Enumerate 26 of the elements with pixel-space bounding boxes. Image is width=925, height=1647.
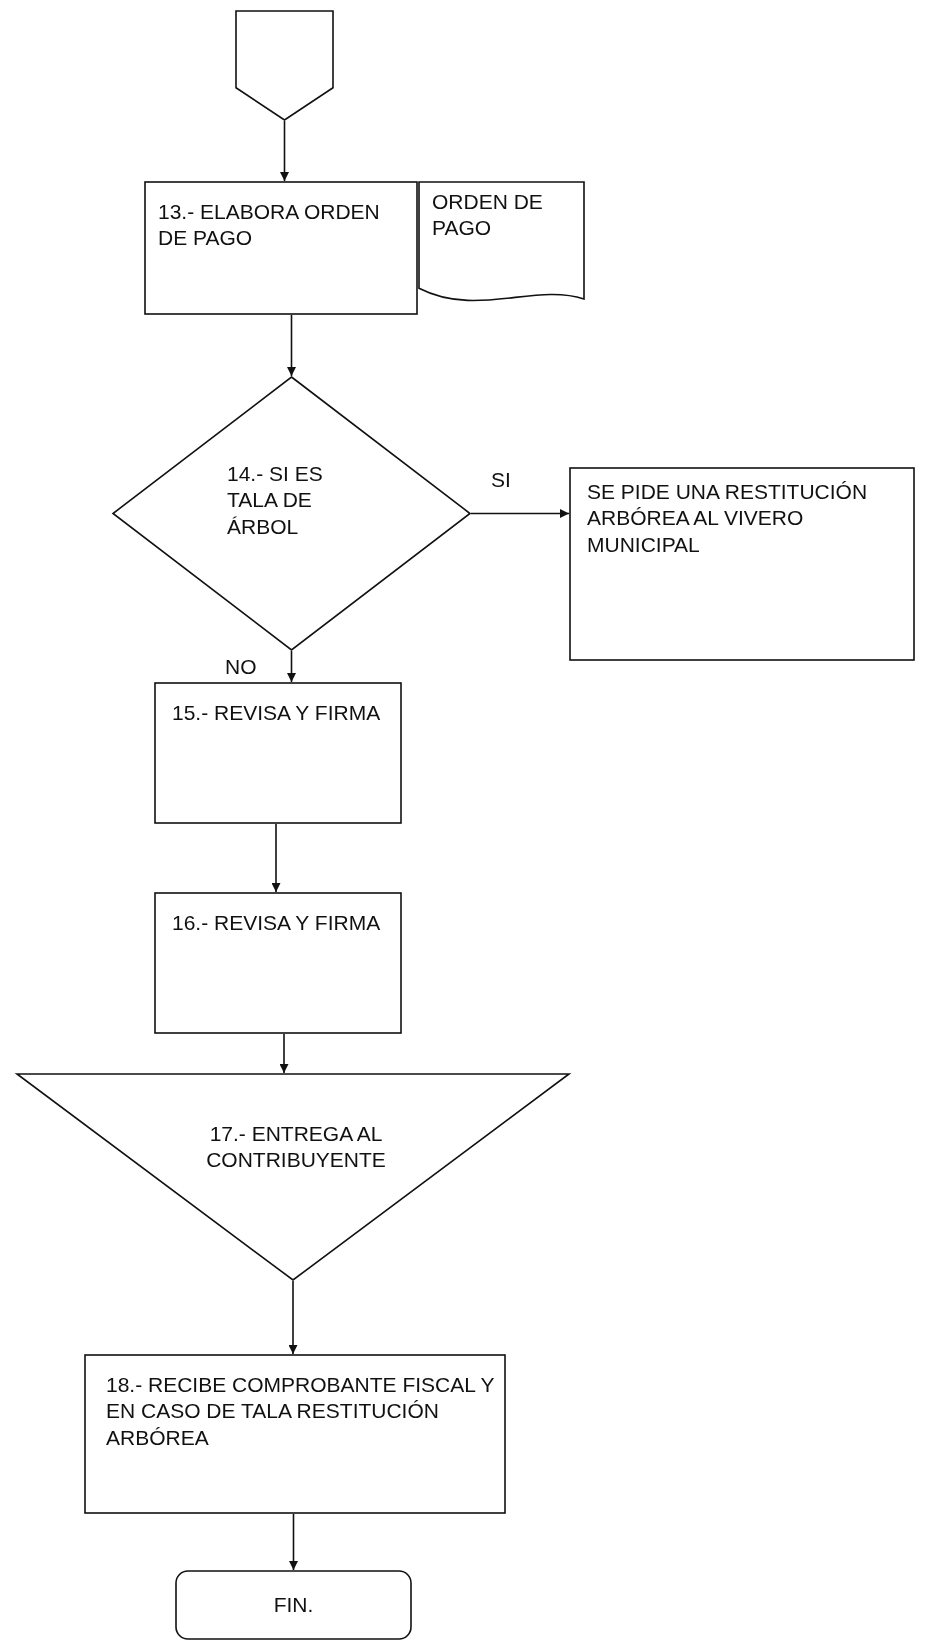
node-label: ORDEN DE PAGO <box>432 189 544 242</box>
node-label: 14.- SI ES TALA DE ÁRBOL <box>227 461 324 540</box>
node-label: 17.- ENTREGA AL CONTRIBUYENTE <box>205 1121 387 1174</box>
arrow <box>280 120 289 182</box>
arrow <box>289 1513 298 1571</box>
node-label: 15.- REVISA Y FIRMA <box>172 700 382 726</box>
process-box <box>154 892 402 1034</box>
node-label: 18.- RECIBE COMPROBANTE FISCAL Y EN CASO DE TALA RESTITUCIÓN ARBÓREA <box>106 1372 496 1451</box>
terminator <box>175 1570 412 1640</box>
arrow <box>271 823 281 893</box>
arrow <box>287 650 296 683</box>
arrow <box>287 314 296 377</box>
node-label: 13.- ELABORA ORDEN DE PAGO <box>158 199 381 252</box>
process-box <box>84 1354 506 1514</box>
arrow <box>288 1280 298 1355</box>
arrow <box>470 509 570 518</box>
node-label: 16.- REVISA Y FIRMA <box>172 910 382 936</box>
process-box <box>144 181 418 315</box>
decision-diamond <box>112 376 471 651</box>
arrow <box>279 1033 289 1074</box>
off-page-connector <box>235 10 334 121</box>
process-box <box>569 467 915 661</box>
process-box <box>154 682 402 824</box>
delivery-triangle <box>16 1073 570 1281</box>
node-label: SE PIDE UNA RESTITUCIÓN ARBÓREA AL VIVERO MUNICIPAL <box>587 479 869 558</box>
node-label: FIN. <box>272 1592 315 1618</box>
